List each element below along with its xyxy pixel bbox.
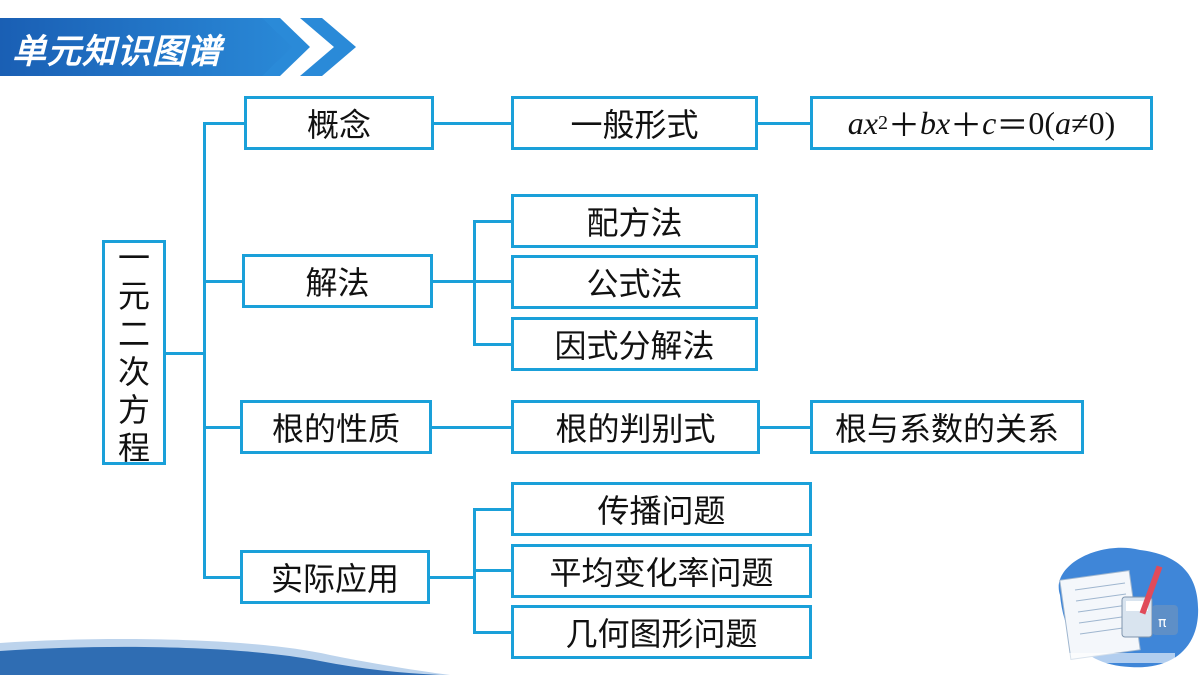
connector-line [431, 280, 474, 283]
formula-part: b [919, 104, 936, 141]
node-general-form: 一般形式 [511, 96, 758, 150]
node-methods: 解法 [242, 254, 433, 308]
connector-line [203, 280, 245, 283]
page-title: 单元知识图谱 [12, 32, 222, 72]
math-illustration: π [1055, 547, 1199, 668]
svg-text:π: π [1158, 615, 1167, 631]
connector-line [756, 122, 812, 125]
node-discriminant: 根的判别式 [511, 400, 760, 454]
formula-part: 0 [1088, 104, 1105, 141]
node-concept: 概念 [244, 96, 434, 150]
node-applications: 实际应用 [240, 550, 430, 604]
formula-part: a [847, 104, 864, 141]
connector-line [431, 426, 513, 429]
mug-icon: π [1152, 605, 1178, 635]
formula-part: ＝ [996, 107, 1029, 143]
wave-decoration [0, 639, 450, 675]
connector-line [203, 122, 206, 579]
formula-part: a [1055, 104, 1072, 141]
connector-line [164, 352, 204, 355]
connector-line [429, 576, 474, 579]
formula-part: x [863, 104, 878, 141]
formula-part: 2 [877, 111, 888, 134]
banner-shape [0, 18, 300, 76]
connector-line [473, 280, 513, 283]
node-root-properties: 根的性质 [240, 400, 432, 454]
connector-line [433, 122, 513, 125]
formula-part: ＋ [887, 107, 920, 143]
root-char: 一 [117, 238, 150, 277]
node-geometry-problem: 几何图形问题 [511, 605, 812, 659]
node-growth-rate-problem: 平均变化率问题 [511, 544, 812, 598]
connector-line [473, 569, 513, 572]
connector-line [203, 426, 243, 429]
formula-part: ( [1044, 104, 1056, 141]
root-char: 二 [117, 314, 150, 353]
formula-part: ≠ [1071, 104, 1089, 141]
connector-line [203, 576, 243, 579]
connector-line [473, 508, 513, 511]
chevron-icon [300, 18, 356, 76]
formula-part: ＋ [950, 107, 983, 143]
node-formula-method: 公式法 [511, 255, 758, 309]
connector-line [758, 426, 812, 429]
node-completing-square: 配方法 [511, 194, 758, 248]
node-spread-problem: 传播问题 [511, 482, 812, 536]
connector-line [473, 220, 513, 223]
formula-part: ) [1104, 104, 1116, 141]
formula-part: 0 [1028, 104, 1045, 141]
node-vieta: 根与系数的关系 [810, 400, 1084, 454]
node-factoring: 因式分解法 [511, 317, 758, 371]
pencil-icon [1139, 565, 1163, 615]
root-char: 次 [117, 352, 150, 391]
root-char: 方 [117, 390, 150, 429]
formula-part: c [982, 104, 997, 141]
connector-line [473, 631, 513, 634]
root-char: 元 [117, 276, 150, 315]
connector-line [473, 343, 513, 346]
connector-line [203, 122, 245, 125]
chevron-icon [262, 18, 310, 76]
root-char: 程 [117, 428, 150, 467]
root-node: 一 元 二 次 方 程 [102, 238, 166, 467]
formula-part: x [935, 104, 951, 141]
